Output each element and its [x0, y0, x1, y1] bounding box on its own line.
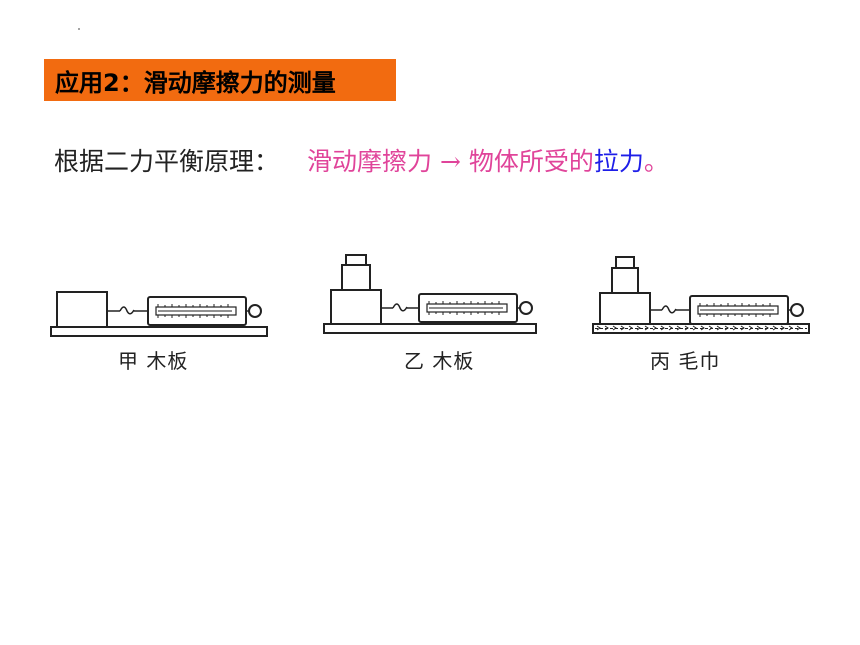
spring-scale: [418, 293, 533, 323]
principle-line: 根据二力平衡原理： 滑动摩擦力 → 物体所受的拉力。: [54, 142, 669, 178]
decorative-dot: [78, 28, 80, 30]
hook-icon: [661, 305, 677, 314]
ring-icon: [248, 304, 262, 318]
spring-scale: [147, 296, 262, 326]
wooden-block: [599, 292, 651, 325]
wood-board: [323, 323, 537, 334]
spring-scale: [689, 295, 804, 325]
ring-icon: [519, 301, 533, 315]
weight-icon: [341, 264, 371, 291]
figure-yi: [323, 252, 538, 340]
section-title: 应用2：滑动摩擦力的测量: [55, 68, 336, 97]
section-title-box: 应用2：滑动摩擦力的测量: [44, 59, 396, 101]
figure-yi-drawing: [323, 254, 537, 334]
principle-friction-text: 滑动摩擦力 → 物体所受的: [307, 147, 594, 176]
caption-yi: 乙 木板: [404, 349, 475, 373]
figure-jia-drawing: [50, 291, 268, 337]
caption-jia: 甲 木板: [118, 349, 189, 373]
weight-icon: [611, 267, 639, 294]
figure-bing-drawing: [592, 256, 810, 334]
wooden-block: [330, 289, 382, 325]
caption-bing: 丙 毛巾: [650, 349, 721, 373]
ring-icon: [790, 303, 804, 317]
wood-board: [50, 326, 268, 337]
principle-pull-force-text: 拉力: [593, 147, 644, 176]
hook-icon: [119, 306, 135, 315]
hook-icon: [392, 303, 408, 312]
principle-end-punct: 。: [643, 147, 669, 176]
wooden-block: [56, 291, 108, 328]
figure-bing: [592, 252, 812, 340]
principle-label: 根据二力平衡原理：: [54, 147, 280, 176]
figure-jia: [50, 285, 270, 345]
